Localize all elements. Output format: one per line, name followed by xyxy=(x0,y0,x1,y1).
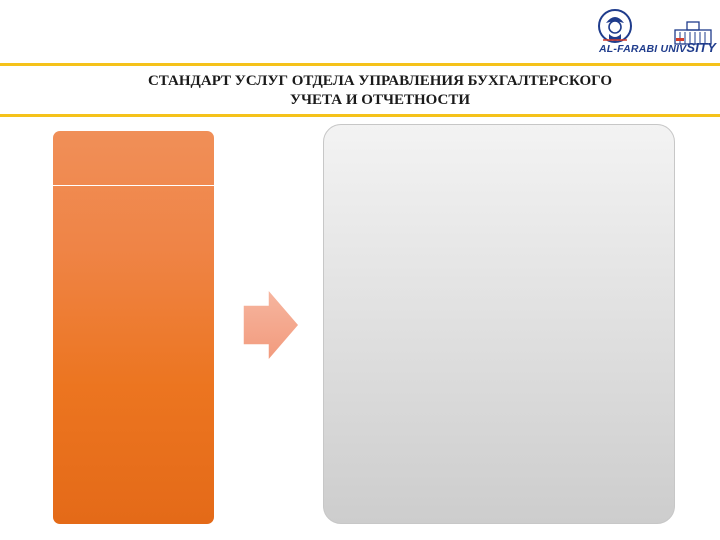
al-farabi-university-logo: AL-FARABI UNIVSITY xyxy=(597,6,717,58)
right-arrow-icon xyxy=(242,288,300,362)
slide-title-line-1: СТАНДАРТ УСЛУГ ОТДЕЛА УПРАВЛЕНИЯ БУХГАЛТ… xyxy=(147,73,613,89)
gray-content-panel xyxy=(323,124,675,524)
header-top-rule xyxy=(0,63,720,66)
header-bottom-rule xyxy=(0,114,720,117)
orange-panel-divider xyxy=(53,185,214,186)
logo-text-left: AL-FARABI UNIV xyxy=(599,43,687,55)
logo-wordmark: AL-FARABI UNIVSITY xyxy=(599,40,717,55)
orange-content-panel xyxy=(53,131,214,524)
portrait-emblem-icon xyxy=(598,9,632,43)
logo-text-right: SITY xyxy=(686,40,717,55)
building-icon xyxy=(674,21,712,45)
slide-title: СТАНДАРТ УСЛУГ ОТДЕЛА УПРАВЛЕНИЯ БУХГАЛТ… xyxy=(80,72,680,110)
slide-title-line-2: УЧЕТА И ОТЧЕТНОСТИ xyxy=(290,92,470,108)
